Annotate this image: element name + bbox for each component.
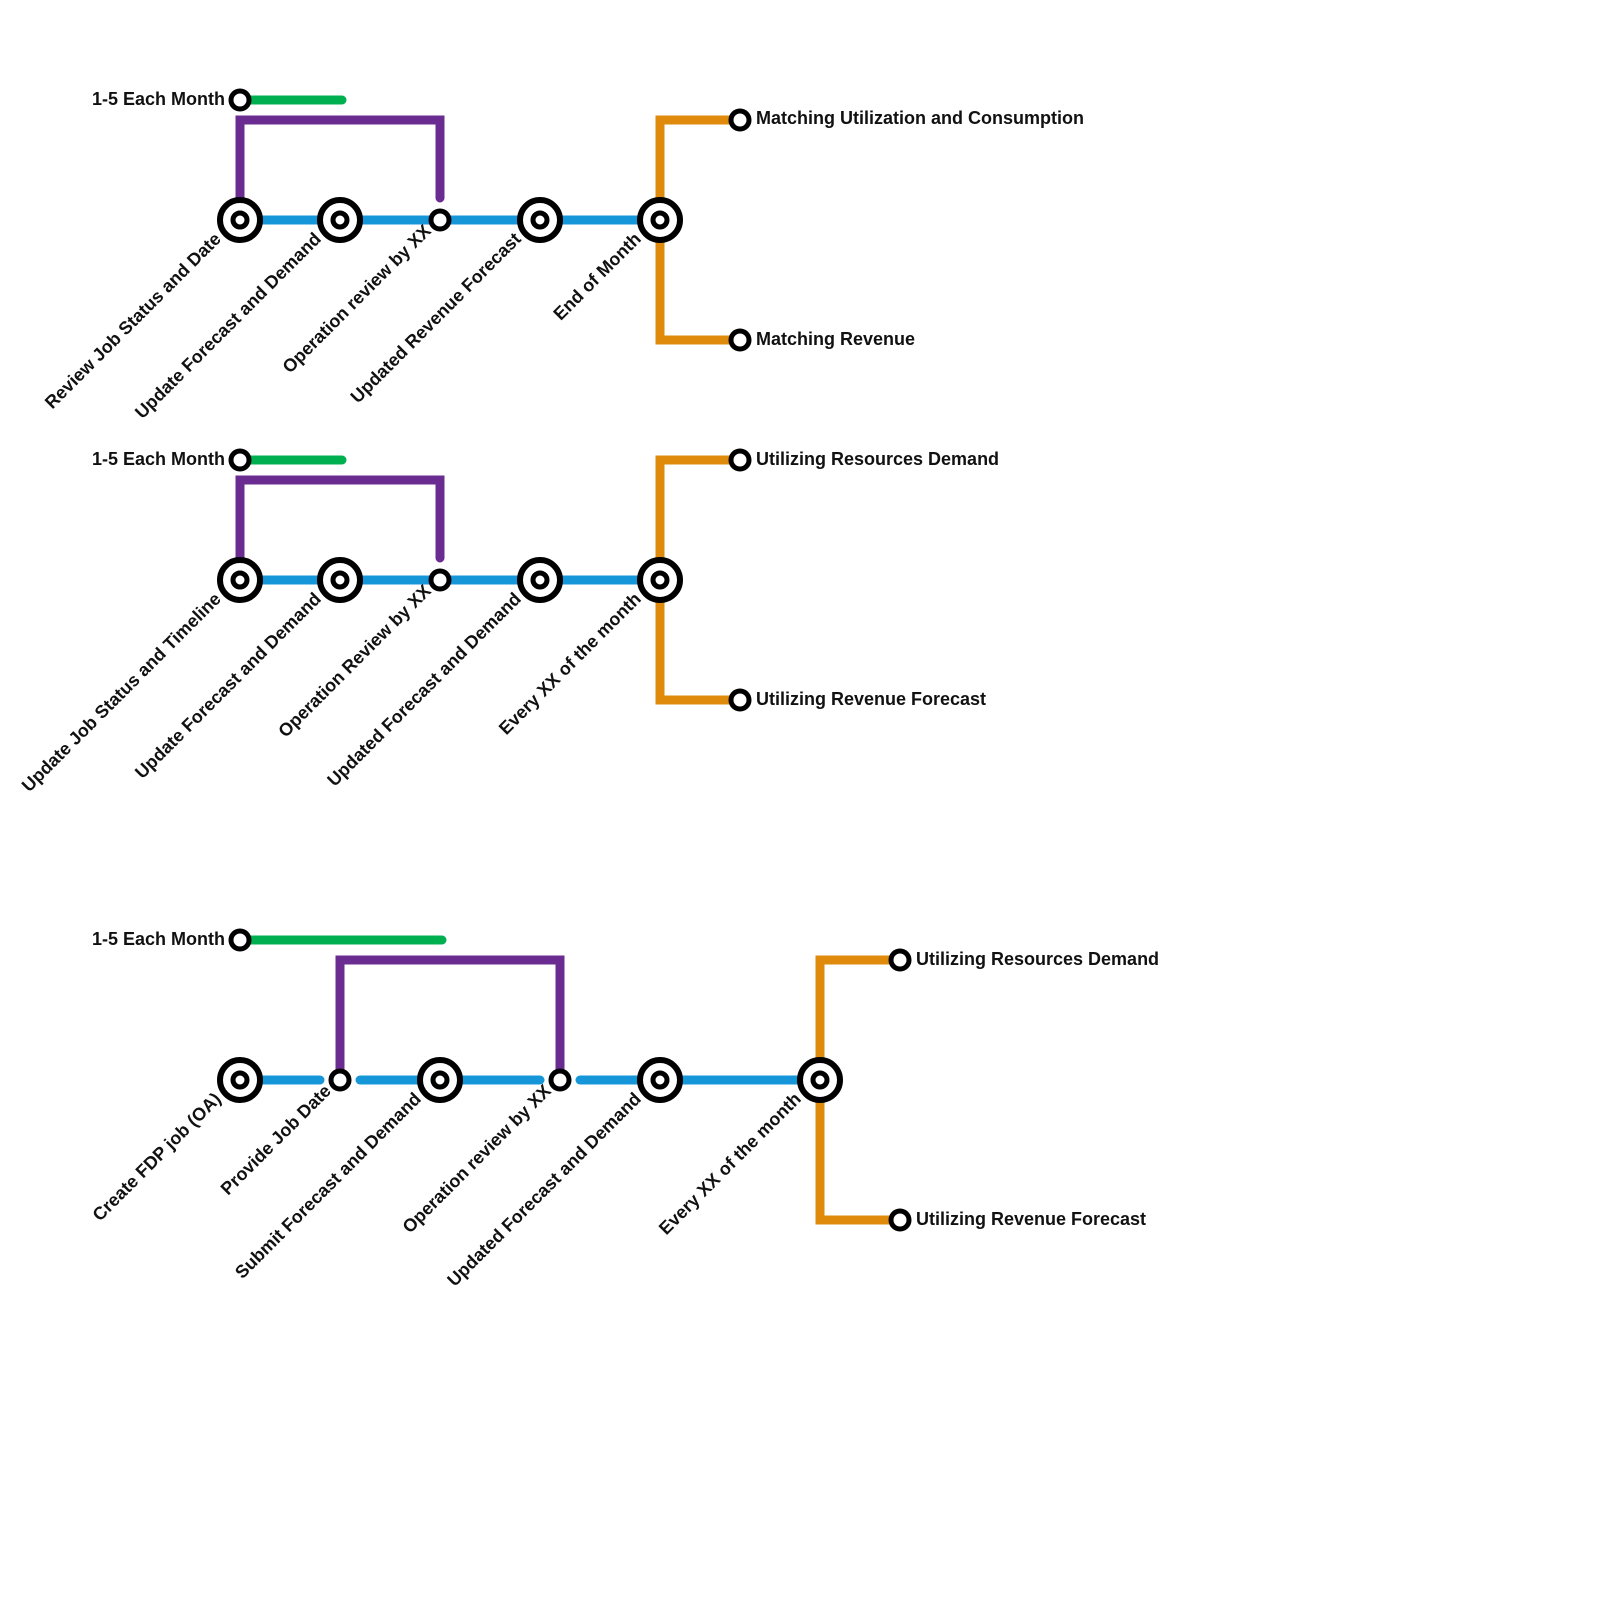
- station-start: [228, 88, 252, 112]
- diagram-3: 1-5 Each Month Create FDP job (OA) Provi…: [89, 928, 1159, 1291]
- interchange-station: [417, 1057, 463, 1103]
- station: [428, 208, 452, 232]
- station-label: Update Forecast and Demand: [131, 229, 325, 423]
- station-label: Updated Forecast and Demand: [323, 589, 525, 791]
- branch-top-label: Utilizing Resources Demand: [916, 949, 1159, 969]
- station-label: Submit Forecast and Demand: [231, 1089, 425, 1283]
- interchange-station: [637, 1057, 683, 1103]
- interchange-station: [217, 557, 263, 603]
- station-label: Updated Forecast and Demand: [443, 1089, 645, 1291]
- station-label: Every XX of the month: [655, 1089, 805, 1239]
- interchange-station: [317, 197, 363, 243]
- station-label: End of Month: [549, 229, 644, 324]
- diagram-1: 1-5 Each Month Review Job Status and Dat…: [41, 88, 1084, 423]
- branch-top-label: Utilizing Resources Demand: [756, 449, 999, 469]
- purple-line: [335, 955, 565, 1083]
- station-branch-top: [728, 448, 752, 472]
- station-branch-top: [728, 108, 752, 132]
- start-label: 1-5 Each Month: [92, 449, 225, 469]
- station-branch-bottom: [728, 688, 752, 712]
- branch-bottom-label: Utilizing Revenue Forecast: [756, 689, 986, 709]
- station-label: Update Forecast and Demand: [131, 589, 325, 783]
- station-branch-bottom: [728, 328, 752, 352]
- branch-top-label: Matching Utilization and Consumption: [756, 108, 1084, 128]
- interchange-station: [637, 197, 683, 243]
- station-label: Create FDP job (OA): [89, 1089, 225, 1225]
- station: [428, 568, 452, 592]
- interchange-station: [217, 1057, 263, 1103]
- station-branch-top: [888, 948, 912, 972]
- start-label: 1-5 Each Month: [92, 89, 225, 109]
- purple-line: [235, 475, 445, 563]
- station: [328, 1068, 352, 1092]
- branch-bottom-label: Matching Revenue: [756, 329, 915, 349]
- interchange-station: [637, 557, 683, 603]
- station: [548, 1068, 572, 1092]
- station-branch-bottom: [888, 1208, 912, 1232]
- interchange-station: [797, 1057, 843, 1103]
- station-start: [228, 928, 252, 952]
- branch-bottom-label: Utilizing Revenue Forecast: [916, 1209, 1146, 1229]
- purple-line: [235, 115, 445, 203]
- interchange-station: [517, 557, 563, 603]
- interchange-station: [517, 197, 563, 243]
- station-label: Update Job Status and Timeline: [18, 589, 225, 796]
- station-label: Updated Revenue Forecast: [347, 229, 525, 407]
- station-label: Every XX of the month: [495, 589, 645, 739]
- diagram-2: 1-5 Each Month Update Job Status and Tim…: [18, 448, 999, 796]
- interchange-station: [217, 197, 263, 243]
- start-label: 1-5 Each Month: [92, 929, 225, 949]
- station-start: [228, 448, 252, 472]
- interchange-station: [317, 557, 363, 603]
- station-label: Review Job Status and Date: [41, 229, 225, 413]
